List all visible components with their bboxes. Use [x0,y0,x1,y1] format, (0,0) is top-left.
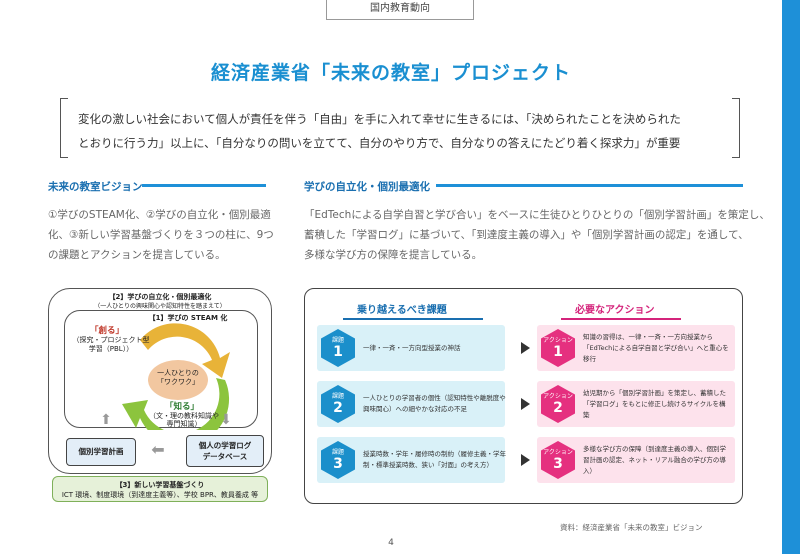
issues-heading: 乗り越えるべき課題 [357,305,447,316]
vision-line-1: ①学びのSTEAM化、②学びの自立化・個別最適 [48,209,271,221]
vision-heading: 未来の教室ビジョン [48,181,143,193]
arrow-right-icon [521,342,530,354]
autonomy-line-2: 蓄積した「学習ログ」に基づいて、「到達度主義の導入」や「個別学習計画の認定」を通… [304,229,749,241]
learning-log-box: 個人の学習ログ データベース [186,435,264,467]
pillar-1-frame [64,310,258,428]
vision-body: ①学びのSTEAM化、②学びの自立化・個別最適 化、③新しい学習基盤づくりを３つ… [48,205,274,265]
issue-2-text: 一人ひとりの学習者の個性（認知特性や離脱度や興味関心）への細やかな対応の不足 [363,394,506,413]
right-edge-bar [782,0,800,554]
know-desc-2: 専門知識） [166,420,202,428]
quote-bracket-left [60,98,68,158]
pillar-3-desc: ICT 環境、制度環境（到達度主義等）、学校 BPR、教員養成 等 [61,491,259,499]
pillar-2-subtitle: （一人ひとりの興味関心や認知特性を踏まえて） [94,303,226,310]
arrow-right-icon [521,398,530,410]
create-arrow-shape [140,323,230,378]
issues-heading-rule [343,318,483,320]
quote-line-1: 変化の激しい社会において個人が責任を伴う「自由」を手に入れて幸せに生きるには、「… [78,112,681,126]
know-arrow-shape [122,378,229,430]
issue-3-text: 授業時数・学年・履修時の制約（履修主義・学年制・標準授業時数、狭い「対面」の考え… [363,450,506,469]
arrow-up-icon: ⬆ [100,412,112,428]
vision-line-2: 化、③新しい学習基盤づくりを３つの柱に、9つ [48,229,274,241]
learning-log-line-2: データベース [202,452,248,461]
section-tab: 国内教育動向 [326,0,474,20]
cycle-arrows-graphic [122,323,230,430]
pillar-1-title: 【1】学びの STEAM 化 [148,314,228,322]
lead-quote: 変化の激しい社会において個人が責任を伴う「自由」を手に入れて幸せに生きるには、「… [60,98,740,158]
page-number: 4 [388,538,394,548]
vision-line-3: の課題とアクションを提言している。 [48,249,226,261]
arrow-right-icon [521,454,530,466]
vision-heading-rule [142,184,266,187]
arrow-down-icon: ⬇ [220,412,232,428]
center-text-2: 「ワクワク」 [157,378,199,386]
center-ellipse-shape [148,360,208,400]
quote-bracket-right [732,98,740,158]
create-label: 「創る」 [89,326,124,336]
pillar-3-box: 【3】新しい学習基盤づくり ICT 環境、制度環境（到達度主義等）、学校 BPR… [52,476,268,502]
pillar-2-title: 【2】学びの自立化・個別最適化 [108,293,212,301]
create-desc-2: 学習（PBL）） [88,345,134,353]
know-desc-1: （文・理の教科知識や [149,412,219,420]
autonomy-heading: 学びの自立化・個別最適化 [304,181,430,193]
arrow-left-icon: ⬅ [151,440,165,459]
center-text-1: 一人ひとりの [157,369,199,377]
three-pillars-diagram: 【2】学びの自立化・個別最適化 （一人ひとりの興味関心や認知特性を踏まえて） 【… [48,288,272,504]
create-desc-1: （探究・プロジェクト型 [72,336,150,344]
quote-line-2: とおりに行う力」以上に、「自分なりの問いを立てて、自分のやり方で、自分なりの答え… [78,136,681,150]
autonomy-line-1: 「EdTechによる自学自習と学び合い」をベースに生徒ひとりひとりの「個別学習計… [304,209,770,221]
learning-log-line-1: 個人の学習ログ [198,441,252,450]
issue-1-text: 一律・一斉・一方向型授業の神話 [363,343,461,352]
action-1-text: 知識の習得は、一律・一斉・一方向授業から「EdTechによる自学自習と学び合い」… [583,332,729,363]
pillar-2-frame [48,288,272,474]
action-2-text: 幼児期から「個別学習計画」を策定し、蓄積した「学習ログ」をもとに修正し続けるサイ… [583,388,726,419]
know-label: 「知る」 [164,402,199,412]
page-title: 経済産業省「未来の教室」プロジェクト [210,62,571,84]
autonomy-body: 「EdTechによる自学自習と学び合い」をベースに生徒ひとりひとりの「個別学習計… [304,205,770,265]
autonomy-heading-rule [436,184,743,187]
action-3-text: 多様な学び方の保障（到達度主義の導入、個別学習計画の認定、ネット・リアル融合の学… [583,444,726,475]
actions-heading-rule [561,318,681,320]
source-note: 資料：経済産業省「未来の教室」ビジョン [560,523,703,532]
autonomy-line-3: 多様な学び方の保障を提言している。 [304,249,483,261]
individual-plan-box: 個別学習計画 [66,438,136,466]
pillar-3-title: 【3】新しい学習基盤づくり [115,481,205,489]
actions-heading: 必要なアクション [575,305,655,316]
